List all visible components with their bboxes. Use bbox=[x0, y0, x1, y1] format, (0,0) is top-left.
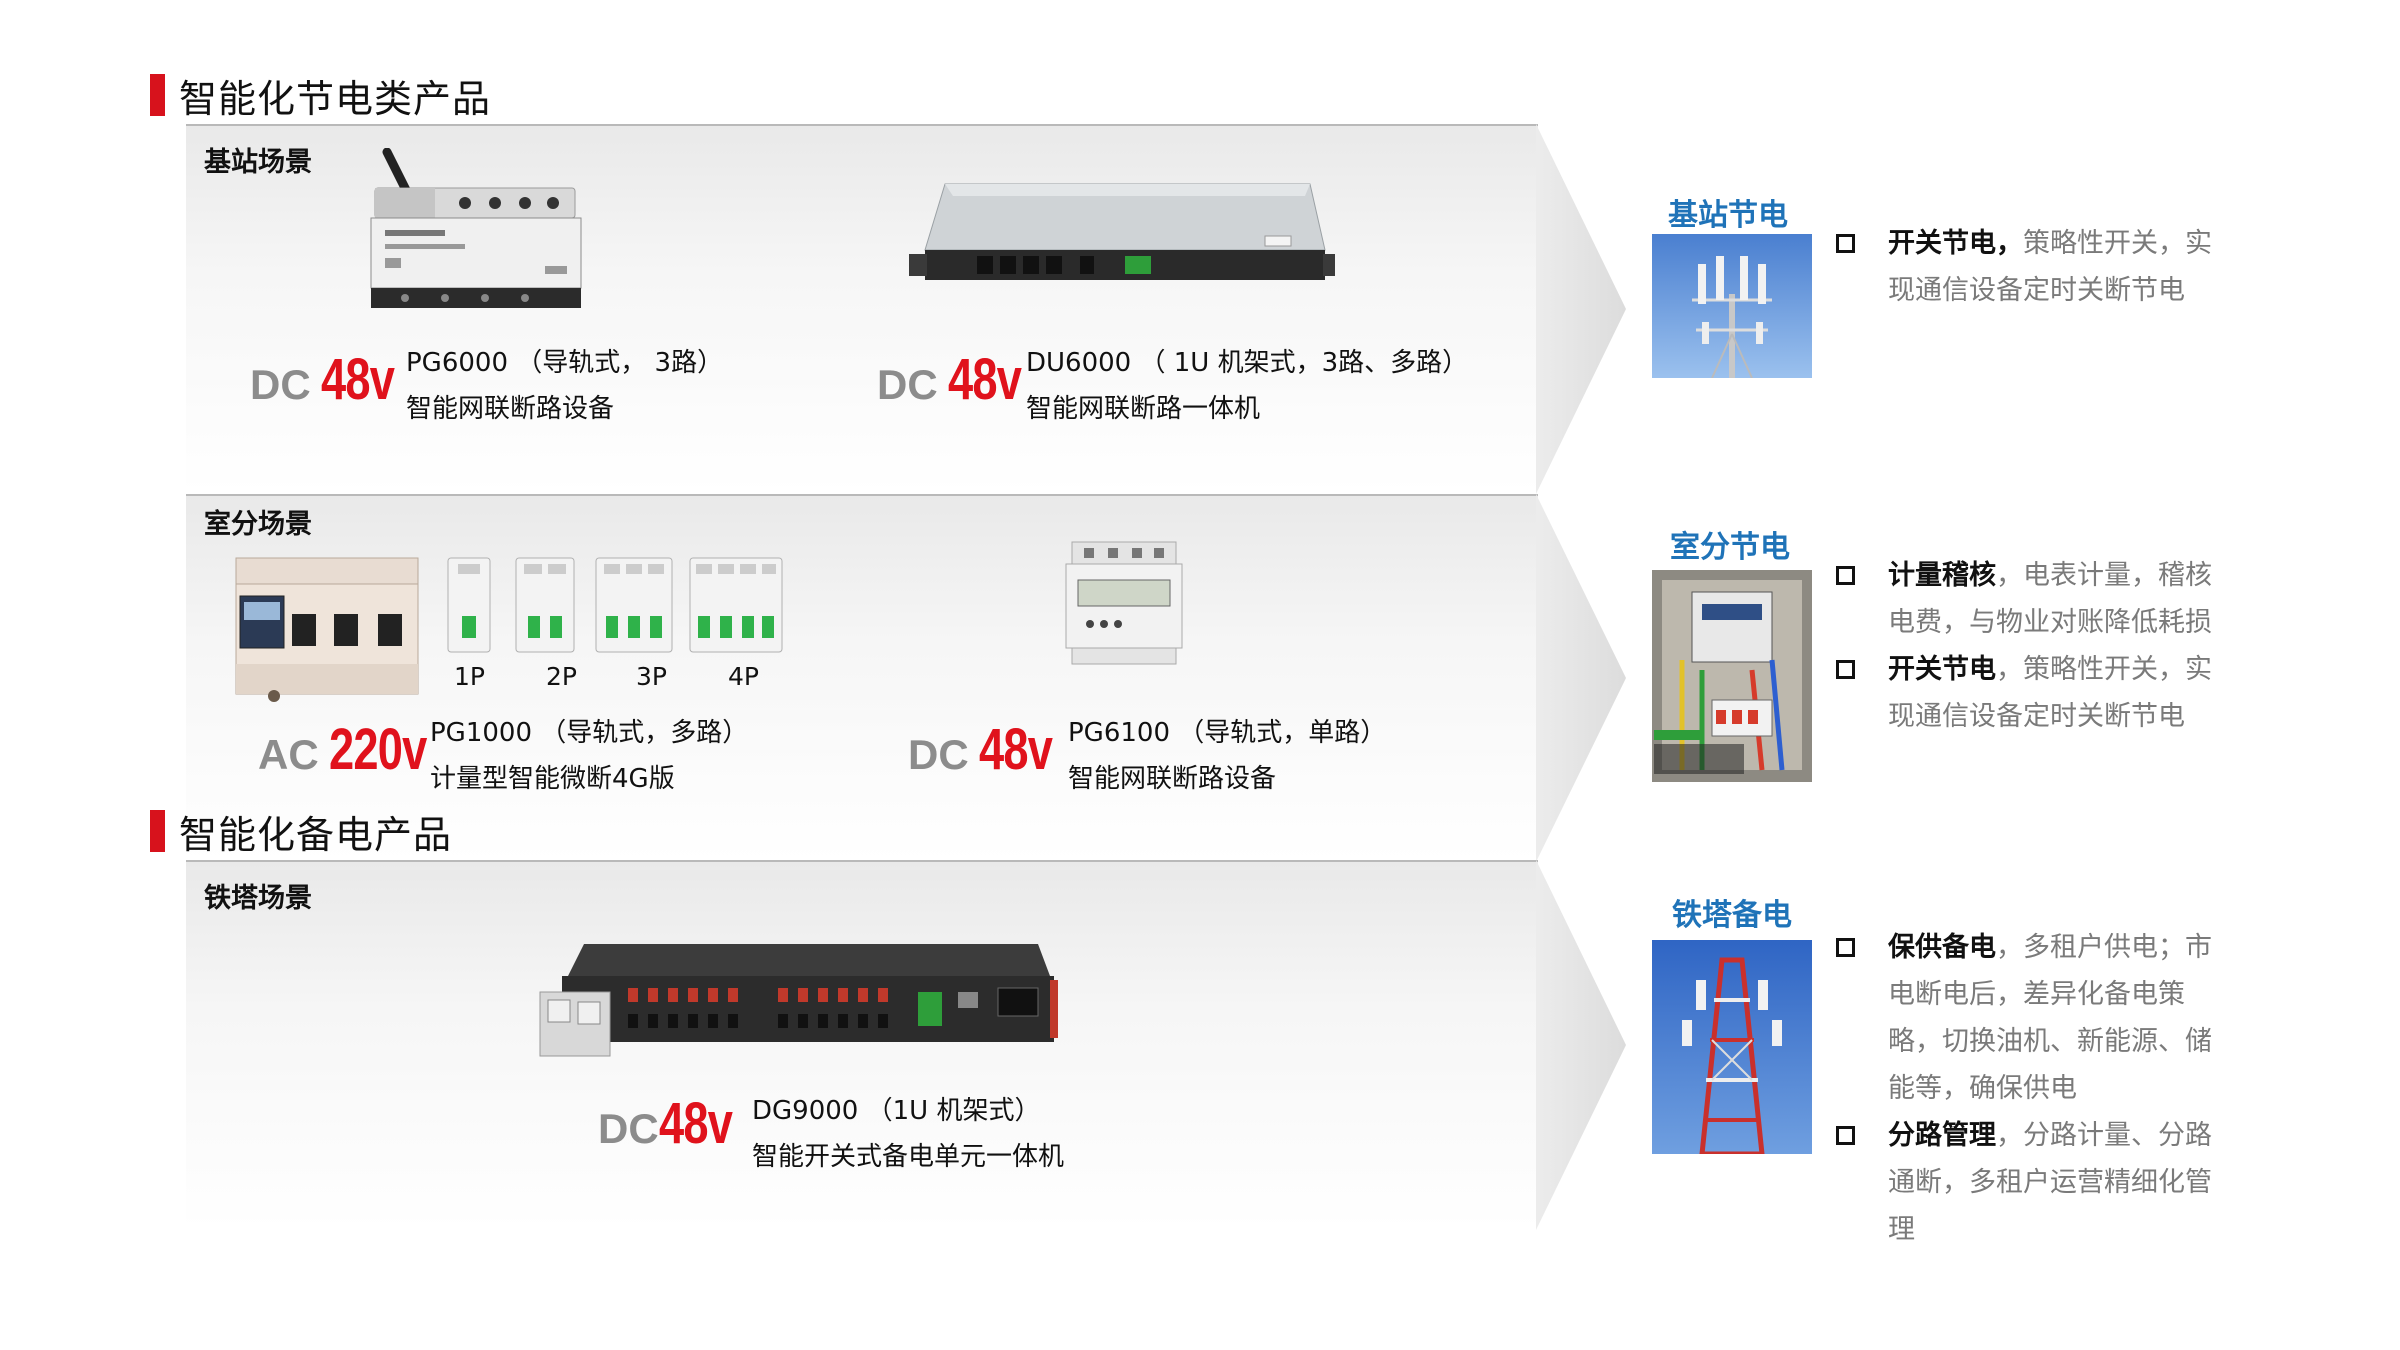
bullet-item: 计量稽核，电表计量，稽核电费，与物业对账降低耗损 bbox=[1836, 552, 2216, 646]
scene-panel-tower bbox=[186, 860, 1538, 1230]
bullet-item: 分路管理，分路计量、分路通断，多租户运营精细化管理 bbox=[1836, 1112, 2216, 1253]
product-name: 智能开关式备电单元一体机 bbox=[752, 1142, 1065, 1172]
indoor-bullet-list: 计量稽核，电表计量，稽核电费，与物业对账降低耗损 开关节电，策略性开关，实现通信… bbox=[1836, 552, 2216, 740]
section-title: 智能化备电产品 bbox=[179, 812, 453, 857]
right-title-indoor: 室分节电 bbox=[1670, 530, 1790, 565]
chevron-arrow-icon bbox=[1536, 494, 1626, 862]
section-accent-bar bbox=[150, 74, 165, 116]
scene-panel-base-station bbox=[186, 124, 1538, 494]
voltage-type: AC bbox=[258, 731, 319, 778]
voltage-type: DC bbox=[250, 361, 311, 408]
pole-label-2p: 2P bbox=[546, 662, 577, 691]
pg6100-voltage: DC 48v bbox=[908, 716, 1072, 783]
square-bullet-icon bbox=[1836, 1126, 1855, 1145]
du6000-device-image bbox=[909, 183, 1335, 280]
square-bullet-icon bbox=[1836, 234, 1855, 253]
breaker-3p-image bbox=[595, 557, 673, 653]
pole-label-4p: 4P bbox=[728, 662, 759, 691]
bullet-keyword: 保供备电 bbox=[1888, 932, 1996, 963]
du6000-description: DU6000 （ 1U 机架式，3路、多路） 智能网联断路一体机 bbox=[1026, 340, 1468, 432]
bullet-item: 开关节电，策略性开关，实现通信设备定时关断节电 bbox=[1836, 220, 2216, 314]
product-model: DG9000 （1U 机架式） bbox=[752, 1096, 1041, 1126]
square-bullet-icon bbox=[1836, 566, 1855, 585]
du6000-voltage: DC 48v bbox=[877, 346, 1041, 413]
pole-label-1p: 1P bbox=[454, 662, 485, 691]
section-accent-bar bbox=[150, 810, 165, 852]
pg6000-voltage: DC 48v bbox=[250, 346, 414, 413]
breaker-4p-image bbox=[689, 557, 783, 653]
voltage-value: 48v bbox=[320, 347, 395, 412]
dg9000-description: DG9000 （1U 机架式） 智能开关式备电单元一体机 bbox=[752, 1088, 1064, 1180]
breaker-2p-image bbox=[515, 557, 575, 653]
tower-bullet-list: 保供备电，多租户供电；市电断电后，差异化备电策略，切换油机、新能源、储能等，确保… bbox=[1836, 924, 2216, 1253]
product-name: 智能网联断路设备 bbox=[1068, 764, 1277, 794]
product-name: 智能网联断路设备 bbox=[406, 394, 615, 424]
product-model: PG6000 （导轨式， 3路） bbox=[406, 348, 724, 378]
product-model: DU6000 （ 1U 机架式，3路、多路） bbox=[1026, 348, 1469, 378]
voltage-value: 48v bbox=[978, 717, 1053, 782]
voltage-type: DC bbox=[877, 361, 938, 408]
right-title-base: 基站节电 bbox=[1668, 198, 1788, 233]
section-title: 智能化节电类产品 bbox=[179, 76, 492, 121]
dg9000-device-image bbox=[539, 944, 1058, 1057]
voltage-value: 48v bbox=[658, 1091, 733, 1156]
scene-label-indoor: 室分场景 bbox=[204, 509, 312, 540]
pg1000-device-image bbox=[235, 557, 419, 702]
section-header-backup: 智能化备电产品 bbox=[150, 806, 453, 857]
pg6100-description: PG6100 （导轨式，单路） 智能网联断路设备 bbox=[1068, 710, 1386, 802]
voltage-value: 48v bbox=[947, 347, 1022, 412]
base-station-photo bbox=[1652, 234, 1812, 378]
bullet-keyword: 开关节电， bbox=[1888, 228, 2023, 259]
base-bullet-list: 开关节电，策略性开关，实现通信设备定时关断节电 bbox=[1836, 220, 2216, 314]
pg6000-description: PG6000 （导轨式， 3路） 智能网联断路设备 bbox=[406, 340, 723, 432]
voltage-value: 220v bbox=[328, 717, 427, 782]
pole-label-3p: 3P bbox=[636, 662, 667, 691]
pg6000-device-image bbox=[370, 148, 582, 308]
chevron-arrow-icon bbox=[1536, 860, 1626, 1230]
bullet-text: 策略性开关，实现通信设备定时关断节电 bbox=[1888, 228, 2212, 306]
bullet-text: ，策略性开关，实现通信设备定时关断节电 bbox=[1888, 654, 2212, 732]
voltage-type: DC bbox=[908, 731, 969, 778]
bullet-keyword: 分路管理 bbox=[1888, 1120, 1996, 1151]
scene-label-base-station: 基站场景 bbox=[204, 147, 312, 178]
section-header-saving: 智能化节电类产品 bbox=[150, 70, 492, 121]
bullet-item: 开关节电，策略性开关，实现通信设备定时关断节电 bbox=[1836, 646, 2216, 740]
product-model: PG6100 （导轨式，单路） bbox=[1068, 718, 1387, 748]
pg1000-voltage: AC 220v bbox=[258, 716, 454, 783]
product-model: PG1000 （导轨式，多路） bbox=[430, 718, 749, 748]
bullet-keyword: 计量稽核 bbox=[1888, 560, 1996, 591]
bullet-keyword: 开关节电 bbox=[1888, 654, 1996, 685]
bullet-text: ，电表计量，稽核电费，与物业对账降低耗损 bbox=[1888, 560, 2212, 638]
voltage-type: DC bbox=[598, 1105, 659, 1152]
scene-label-tower: 铁塔场景 bbox=[204, 883, 312, 914]
chevron-arrow-icon bbox=[1536, 124, 1626, 494]
right-title-tower: 铁塔备电 bbox=[1672, 898, 1792, 933]
product-name: 计量型智能微断4G版 bbox=[430, 764, 675, 794]
pg1000-description: PG1000 （导轨式，多路） 计量型智能微断4G版 bbox=[430, 710, 748, 802]
indoor-meter-photo bbox=[1652, 570, 1812, 782]
square-bullet-icon bbox=[1836, 938, 1855, 957]
bullet-item: 保供备电，多租户供电；市电断电后，差异化备电策略，切换油机、新能源、储能等，确保… bbox=[1836, 924, 2216, 1112]
tower-photo bbox=[1652, 940, 1812, 1154]
dg9000-voltage: DC 48v bbox=[598, 1090, 752, 1157]
breaker-1p-image bbox=[447, 557, 491, 653]
bullet-text: ，分路计量、分路通断，多租户运营精细化管理 bbox=[1888, 1120, 2212, 1245]
product-name: 智能网联断路一体机 bbox=[1026, 394, 1261, 424]
square-bullet-icon bbox=[1836, 660, 1855, 679]
pg6100-device-image bbox=[1065, 541, 1183, 665]
bullet-text: ，多租户供电；市电断电后，差异化备电策略，切换油机、新能源、储能等，确保供电 bbox=[1888, 932, 2212, 1104]
